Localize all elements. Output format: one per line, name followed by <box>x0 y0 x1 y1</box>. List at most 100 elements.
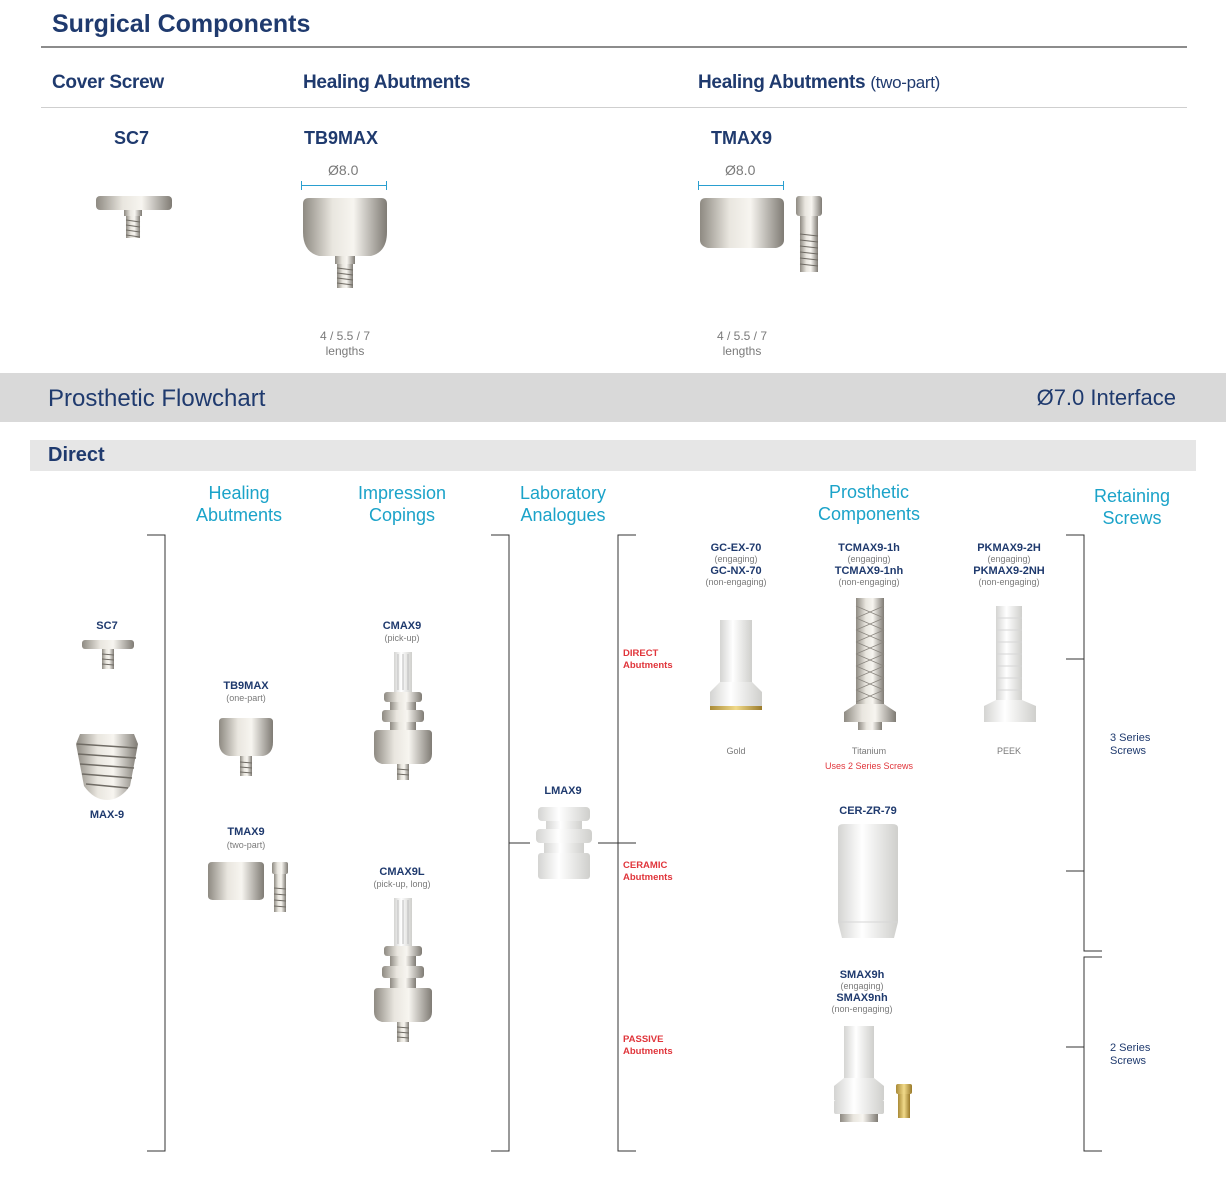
heading-note: (two-part) <box>870 73 941 92</box>
peek-note-non-engaging: (non-engaging) <box>978 577 1040 587</box>
colhead-line: Impression <box>357 483 447 503</box>
max9-label: MAX-9 <box>89 809 125 821</box>
lmax9-image <box>536 807 592 879</box>
screw-word: Screws <box>1110 745 1147 757</box>
tb9max-small-note: (one-part) <box>226 693 266 703</box>
screw-word: Screws <box>1110 1055 1147 1067</box>
tb9max-dimension-bar <box>301 181 387 190</box>
colhead-line: Prosthetic <box>828 482 910 502</box>
sc7-small-image <box>82 640 134 669</box>
title-divider <box>41 46 1187 48</box>
healing-abutments-two-part-heading: Healing Abutments (two-part) <box>698 72 940 94</box>
titanium-note-engaging: (engaging) <box>847 554 891 564</box>
peek-material: PEEK <box>996 746 1021 756</box>
colhead-line: Analogues <box>520 505 606 525</box>
ceramic-abutment-image <box>838 824 898 938</box>
titanium-code-engaging: TCMAX9-1h <box>838 542 900 554</box>
titanium-note-non-engaging: (non-engaging) <box>838 577 900 587</box>
cmax9-label: CMAX9 <box>382 620 422 632</box>
category-line: CERAMIC <box>623 860 668 871</box>
category-line: Abutments <box>623 660 673 671</box>
lengths-values: 4 / 5.5 / 7 <box>319 329 371 343</box>
sc7-code: SC7 <box>114 128 150 148</box>
passive-note-engaging: (engaging) <box>840 981 884 991</box>
peek-abutment-image <box>984 606 1036 722</box>
page-title: Surgical Components <box>52 10 311 38</box>
titanium-abutment-codes: TCMAX9-1h (engaging) TCMAX9-1nh (non-eng… <box>814 542 924 588</box>
cmax9l-note: (pick-up, long) <box>373 879 431 889</box>
lmax9-label: LMAX9 <box>544 785 582 797</box>
gold-material: Gold <box>726 746 746 756</box>
tmax9-small-label: TMAX9 <box>227 826 265 838</box>
lengths-values: 4 / 5.5 / 7 <box>716 329 768 343</box>
colhead-line: Components <box>817 504 921 524</box>
colhead-line: Abutments <box>195 505 283 525</box>
tb9max-small-image <box>219 718 273 776</box>
tmax9-small-image <box>208 862 288 912</box>
cmax9l-image <box>374 898 432 1042</box>
cmax9-image <box>374 652 432 780</box>
titanium-screw-warning: Uses 2 Series Screws <box>824 761 914 771</box>
tb9max-small-label: TB9MAX <box>223 680 269 692</box>
passive-abutment-codes: SMAX9h (engaging) SMAX9nh (non-engaging) <box>812 969 912 1015</box>
cmax9-note: (pick-up) <box>384 633 420 643</box>
direct-section-label: Direct <box>48 444 105 466</box>
cer-zr-79-label: CER-ZR-79 <box>839 805 897 817</box>
tmax9-diameter: Ø8.0 <box>725 162 756 178</box>
passive-code-non-engaging: SMAX9nh <box>836 992 888 1004</box>
gold-abutment-codes: GC-EX-70 (engaging) GC-NX-70 (non-engagi… <box>686 542 786 588</box>
category-line: PASSIVE <box>623 1034 664 1045</box>
colhead-line: Laboratory <box>519 483 607 503</box>
sc7-cover-screw-image <box>96 196 172 238</box>
tmax9-small-note: (two-part) <box>226 840 266 850</box>
max9-implant-image <box>76 734 138 800</box>
tb9max-diameter: Ø8.0 <box>328 162 359 178</box>
screw-series: 2 Series <box>1110 1042 1151 1054</box>
cover-screw-heading: Cover Screw <box>52 72 164 93</box>
titanium-material: Titanium <box>851 746 887 756</box>
sc7-label: SC7 <box>96 620 118 632</box>
peek-abutment-codes: PKMAX9-2H (engaging) PKMAX9-2NH (non-eng… <box>954 542 1064 588</box>
passive-abutment-image <box>834 1026 912 1122</box>
tb9max-image <box>303 198 387 288</box>
peek-note-engaging: (engaging) <box>987 554 1031 564</box>
subheading-divider <box>41 107 1187 108</box>
colhead-line: Retaining <box>1093 486 1171 506</box>
interface-label: Ø7.0 Interface <box>1036 385 1176 410</box>
category-line: DIRECT <box>623 648 659 659</box>
cmax9l-label: CMAX9L <box>379 866 425 878</box>
colhead-line: Copings <box>368 505 436 525</box>
direct-section-band <box>30 440 1196 471</box>
tmax9-dimension-bar <box>698 181 784 190</box>
gold-note-engaging: (engaging) <box>714 554 758 564</box>
screw-series: 3 Series <box>1110 732 1151 744</box>
titanium-abutment-image <box>844 598 896 730</box>
peek-code-non-engaging: PKMAX9-2NH <box>973 565 1045 577</box>
prosthetic-title: Prosthetic Flowchart <box>48 385 266 412</box>
category-line: Abutments <box>623 872 673 883</box>
passive-code-engaging: SMAX9h <box>839 969 885 981</box>
prosthetic-header-band <box>0 373 1226 422</box>
gold-note-non-engaging: (non-engaging) <box>705 577 767 587</box>
tmax9-code: TMAX9 <box>711 128 773 148</box>
lengths-word: lengths <box>722 344 762 358</box>
tmax9-image <box>700 196 822 272</box>
category-line: Abutments <box>623 1046 673 1057</box>
lengths-word: lengths <box>325 344 365 358</box>
colhead-line: Healing <box>208 483 270 503</box>
gold-code-non-engaging: GC-NX-70 <box>710 565 762 577</box>
heading-text: Healing Abutments <box>698 72 866 93</box>
peek-code-engaging: PKMAX9-2H <box>977 542 1041 554</box>
tb9max-code: TB9MAX <box>304 128 379 148</box>
